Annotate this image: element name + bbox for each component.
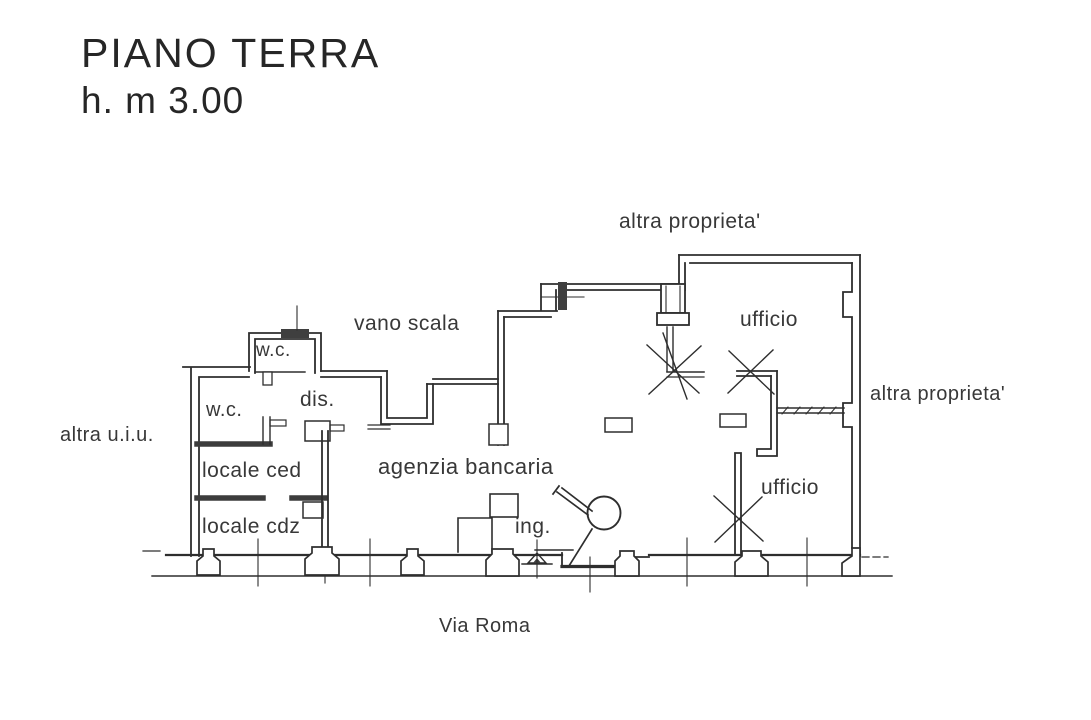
door-leaf <box>567 527 594 568</box>
label-altra-uiu: altra u.i.u. <box>60 424 154 446</box>
door-hatch-stairwell <box>558 282 567 310</box>
label-dis: dis. <box>300 388 335 411</box>
facade-columns <box>196 546 861 577</box>
survey-ticks <box>257 537 808 593</box>
label-ing: ing. <box>515 515 551 538</box>
fixture <box>302 501 324 519</box>
label-ufficio-bottom: ufficio <box>761 476 819 499</box>
label-vano-scala: vano scala <box>354 312 460 335</box>
revolving-door-circle <box>586 495 622 531</box>
door-jamb <box>262 371 273 386</box>
counter <box>457 517 493 553</box>
door-stop <box>269 419 287 427</box>
pillar-column <box>656 283 690 372</box>
label-altra-proprieta-top: altra proprieta' <box>619 210 761 233</box>
label-ufficio-top: ufficio <box>740 308 798 331</box>
radiator <box>604 417 633 433</box>
label-via-roma: Via Roma <box>439 615 531 637</box>
page-title: PIANO TERRA <box>81 30 381 76</box>
radiator <box>719 413 747 428</box>
storefront-base <box>142 537 893 593</box>
counter <box>489 493 519 518</box>
label-agenzia-bancaria: agenzia bancaria <box>378 454 554 479</box>
demolition-x-mark <box>713 495 764 543</box>
door-leaf <box>551 484 594 517</box>
floor-height-note: h. m 3.00 <box>81 80 245 121</box>
label-altra-proprieta-right: altra proprieta' <box>870 383 1006 405</box>
interior-partitions-left <box>194 371 345 584</box>
label-locale-ced: locale ced <box>202 459 302 482</box>
label-wc-upper: w.c. <box>256 340 291 361</box>
label-locale-cdz: locale cdz <box>202 515 301 538</box>
perimeter-walls <box>182 254 861 557</box>
door-hatch-wc <box>281 329 309 338</box>
demolition-x-mark <box>646 332 702 400</box>
fixture <box>304 420 331 442</box>
demolition-x-mark <box>727 349 775 395</box>
label-wc-left: w.c. <box>206 399 243 421</box>
interior-partitions-right <box>604 332 845 556</box>
